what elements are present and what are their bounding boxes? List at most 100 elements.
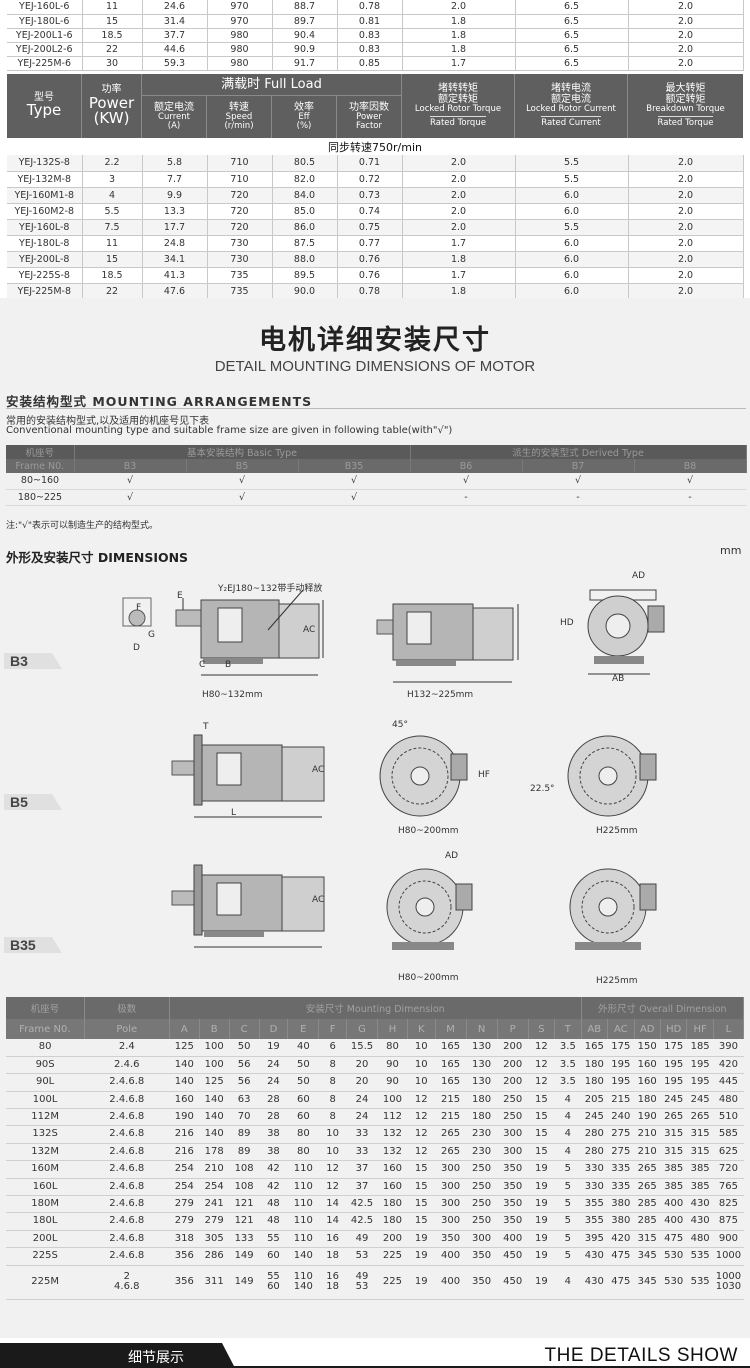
tag-b35: B35 [4,935,66,955]
mount-header-frame-cn: 机座号 [6,445,75,459]
header-type-cn: 型号 [34,91,54,103]
table-cell: 165 [435,1056,467,1075]
table-cell: 22 [82,283,143,300]
table-cell: 160 [634,1073,661,1092]
table-cell: 216 [169,1143,200,1162]
table-cell: 100L [6,1091,85,1110]
table-cell: 2.0 [628,14,744,29]
table-cell: 37 [346,1178,378,1197]
table-cell: 2.0 [402,187,516,204]
header-power-en: Power [88,93,135,112]
table-cell: 180 [377,1195,408,1214]
table-cell: 11 [82,0,143,15]
table-cell: 24 [259,1073,288,1092]
table-cell: YEJ-132S-8 [7,155,83,172]
table-cell: 5 [554,1230,582,1249]
table-cell: 900 [713,1230,744,1249]
table-cell: 80~160 [6,473,74,490]
table-cell: 530 [660,1265,687,1300]
table-cell: 160M [6,1160,85,1179]
table-cell: 275 [607,1143,634,1162]
dim-header-frame-en: Frame N0. [6,1019,85,1039]
table-cell: 530 [660,1247,687,1266]
table-cell-line: 49 [355,1270,369,1282]
table-cell: 15 [82,251,143,268]
table-cell: 0.72 [337,171,403,188]
table-cell: 33 [346,1143,378,1162]
table-cell: 3.5 [554,1039,582,1057]
table-cell: 100 [199,1056,230,1075]
dim-col-header: S [528,1019,556,1039]
table-cell-line: 110 [293,1270,313,1282]
table-cell: 350 [466,1265,498,1300]
table-cell: 19 [528,1178,555,1197]
table-cell: 6.5 [515,28,629,43]
table-cell: 42 [259,1178,288,1197]
table-cell: 345 [634,1247,661,1266]
table-cell: 215 [435,1108,467,1127]
table-cell: 250 [466,1178,498,1197]
table-cell: 450 [497,1247,529,1266]
table-cell: 200 [377,1230,408,1249]
table-cell: 100 [377,1091,408,1110]
table-cell: 4 [82,187,143,204]
table-cell: 2.4.6.8 [84,1178,170,1197]
b35-end-view-large [569,868,657,950]
table-cell: 720 [207,187,273,204]
table-cell: 300 [435,1195,467,1214]
header-speed-unit: (r/min) [224,121,254,132]
table-cell: 475 [607,1247,634,1266]
table-cell: 30 [82,56,143,71]
table-cell: 19 [528,1212,555,1231]
table-cell: 980 [207,56,273,71]
tag-b5-label: B5 [10,794,28,810]
table-cell: 15.5 [346,1039,378,1057]
table-cell: 345 [634,1265,661,1300]
table-cell: 121 [229,1212,260,1231]
table-cell: 11 [82,235,143,252]
table-cell: 56 [229,1056,260,1075]
label-G: G [148,630,155,640]
table-cell: 318 [169,1230,200,1249]
table-cell: 350 [466,1247,498,1266]
table-cell: 90 [377,1056,408,1075]
table-cell: 14 [318,1212,347,1231]
table-cell: 50 [229,1039,260,1057]
table-cell: 195 [660,1073,687,1092]
table-cell: 80 [287,1125,319,1144]
header-pf-en2: Factor [355,121,383,132]
table-cell: 42 [259,1160,288,1179]
header-type-en: Type [26,101,62,120]
label-AC-b5: AC [312,765,325,775]
table-cell: 216 [169,1125,200,1144]
table-cell: 311 [199,1265,230,1300]
table-cell: 0.78 [337,0,403,15]
table-cell: 400 [435,1265,467,1300]
table-cell: 5.5 [515,155,629,172]
table-cell: YEJ-225S-8 [7,267,83,284]
table-cell: 28 [259,1091,288,1110]
table-cell: - [410,489,523,506]
mounting-note-cn: 常用的安装结构型式,以及适用的机座号见下表 [6,416,210,427]
table-cell: 15 [407,1178,436,1197]
b5-side-view [171,734,325,818]
table-cell: 0.75 [337,219,403,236]
table-cell: 2.0 [628,187,744,204]
table-cell: 2.4.6.8 [84,1160,170,1179]
table-row: 180~225√√√--- [6,489,747,506]
table-cell: YEJ-200L1-6 [7,28,83,43]
table-cell: 315 [686,1125,714,1144]
table-cell: 535 [686,1247,714,1266]
table-cell: 350 [497,1195,529,1214]
table-cell: 2.2 [82,155,143,172]
table-cell: 200 [497,1073,529,1092]
table-cell: 19 [528,1247,555,1266]
table-cell: 90.4 [272,28,338,43]
table-cell: 225S [6,1247,85,1266]
table-cell: 48 [259,1195,288,1214]
